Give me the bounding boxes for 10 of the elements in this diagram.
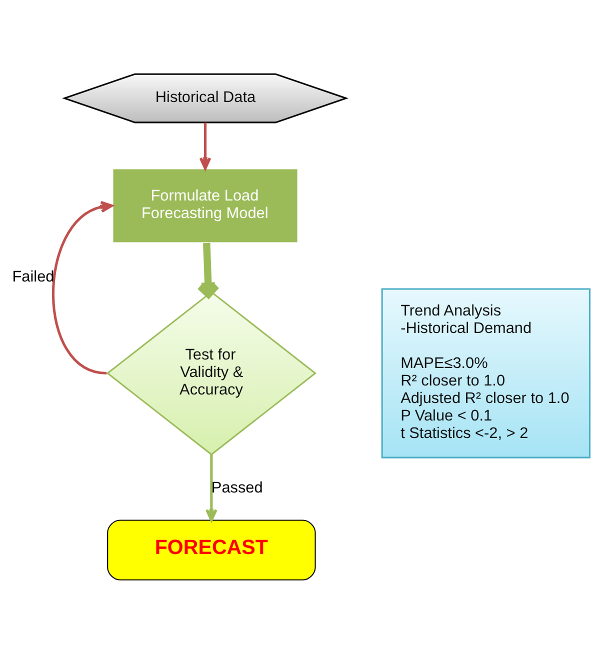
node-box: Formulate Load Forecasting Model [112,168,298,243]
node-box: FORECAST [107,519,316,580]
arrow [206,454,218,522]
arrow [199,122,212,170]
node-box: Trend Analysis -Historical Demand MAPE≤3.0% R² closer to 1.0 Adjusted R² closer to 1.0 P Value < 0.1 t Statistics <-2, > 2 [381,288,590,458]
edge-label: Failed [12,268,54,286]
edge-label: Passed [211,479,263,496]
arrow [196,242,220,298]
arrow [52,200,113,374]
node-diamond: Test for Validity & Accuracy [106,290,317,455]
